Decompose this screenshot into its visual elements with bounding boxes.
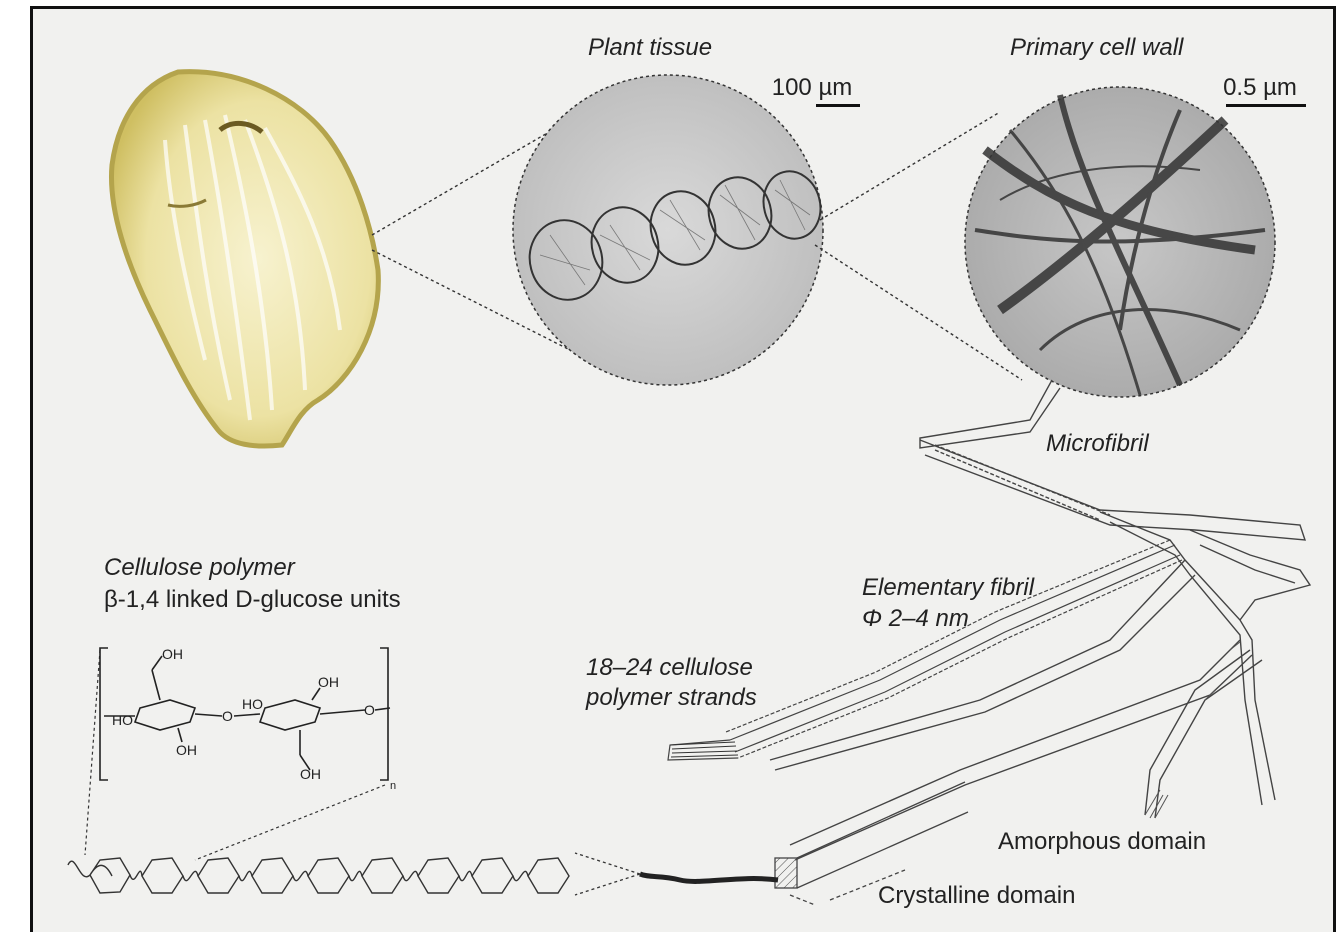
polymer-strand-ends [670, 742, 738, 757]
strands-label-line2: polymer strands [586, 684, 757, 712]
vegetable-cross-section [111, 72, 378, 446]
plant-tissue-micrograph [513, 75, 828, 385]
elementary-fibril [668, 540, 1182, 760]
fibril-diameter-label: Φ 2–4 nm [862, 605, 969, 633]
primary-cell-wall-micrograph [965, 87, 1275, 397]
chem-oh-right-top: OH [318, 674, 339, 690]
amorphous-domain-label: Amorphous domain [998, 828, 1206, 856]
primary-cell-wall-label: Primary cell wall [1010, 34, 1183, 62]
chem-oh-top-left: OH [162, 646, 183, 662]
zoom-lines-polymer [85, 650, 385, 860]
polymer-chain [575, 853, 778, 895]
scale-bar-tissue-label: 100 µm [772, 74, 853, 101]
chem-ho-left: HO [112, 712, 133, 728]
microfibril-label: Microfibril [1046, 430, 1149, 458]
cellulose-link-label: β-1,4 linked D-glucose units [104, 586, 401, 614]
glucose-helix [68, 858, 569, 893]
scale-bar-wall-line [1226, 104, 1306, 107]
chem-ho-mid: HO [242, 696, 263, 712]
microfibril-bundle [770, 380, 1310, 860]
chem-oh-bottom-right: OH [300, 766, 321, 782]
chem-oh-bottom-left: OH [176, 742, 197, 758]
strands-label-line1: 18–24 cellulose [586, 654, 753, 682]
scale-bar-wall: 0.5 µm [1212, 74, 1308, 107]
scale-bar-tissue-line [816, 104, 860, 107]
scale-bar-tissue: 100 µm [760, 74, 864, 107]
elementary-fibril-label: Elementary fibril [862, 574, 1034, 602]
crystalline-domain-label: Crystalline domain [878, 882, 1075, 910]
chem-o-ring: O [364, 702, 375, 718]
cellulose-polymer-label: Cellulose polymer [104, 554, 295, 582]
cellobiose-structure [100, 648, 390, 780]
chem-o-link: O [222, 708, 233, 724]
plant-tissue-label: Plant tissue [588, 34, 712, 62]
scale-bar-wall-label: 0.5 µm [1223, 74, 1297, 101]
chem-repeat-n: n [390, 780, 396, 792]
